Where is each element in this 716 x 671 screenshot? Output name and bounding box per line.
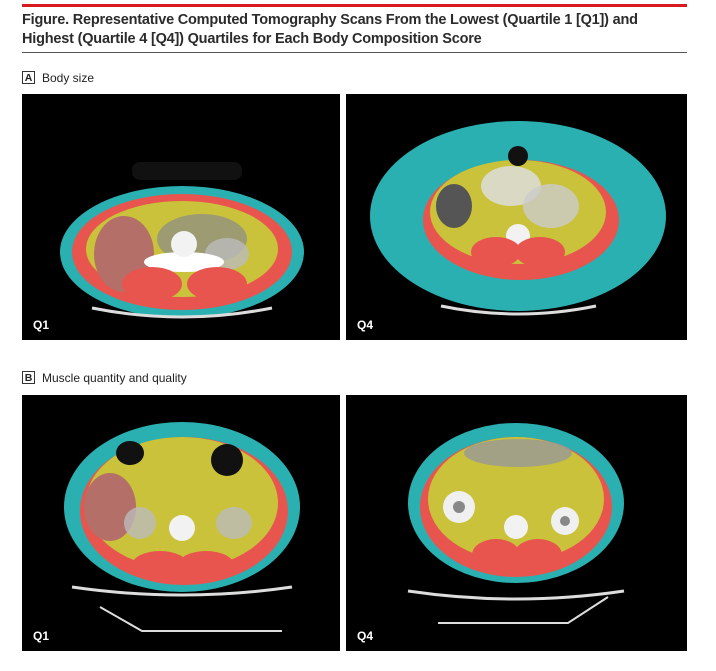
ct-scan-a-q1: Q1 [22,94,340,340]
quartile-label: Q4 [357,318,374,332]
accent-bar [22,4,687,7]
ct-image-a-q1 [60,162,304,319]
figure-title: Figure. Representative Computed Tomograp… [22,12,638,47]
ct-scan-b-q1: Q1 [22,395,340,651]
ct-scan-b-q4: Q4 [346,395,687,651]
quartile-label: Q1 [33,318,50,332]
panel-b-title: Muscle quantity and quality [42,370,187,385]
ct-image-a-q4 [370,121,666,316]
title-rule [22,52,687,53]
ct-image-b-q4 [407,423,625,624]
panel-a-label: A Body size [22,69,94,86]
panel-b-label: B Muscle quantity and quality [22,369,187,386]
panel-b-letter: B [22,371,35,384]
panel-a-title: Body size [42,70,95,85]
ct-scan-a-q4: Q4 [346,94,687,340]
ct-image-b-q1 [64,422,300,632]
quartile-label: Q4 [357,629,374,643]
panel-a-letter: A [22,71,35,84]
quartile-label: Q1 [33,629,50,643]
